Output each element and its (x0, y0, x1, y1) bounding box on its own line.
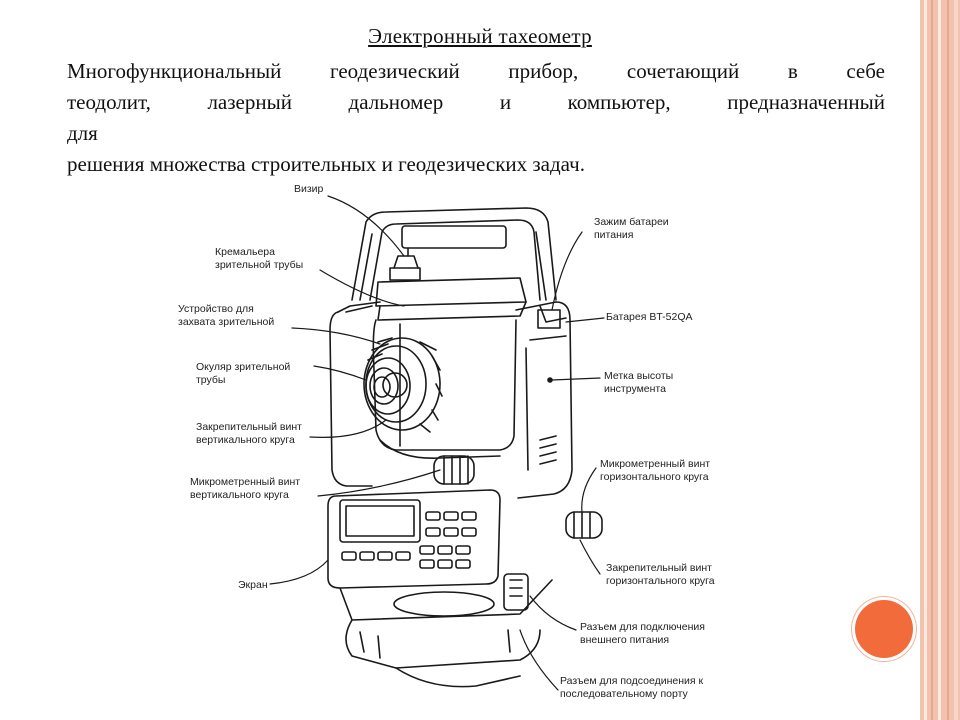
telescope-block (372, 319, 517, 459)
decorative-divider-line (920, 0, 922, 720)
label-vizir: Визир (294, 183, 324, 195)
eyepiece (363, 337, 443, 433)
label-ekran: Экран (238, 579, 268, 591)
label-batareya: Батарея BT-52QA (606, 311, 693, 323)
label-razem-port-2: последовательному порту (560, 688, 688, 700)
description-text: Многофункциональный геодезический прибор… (67, 56, 885, 180)
label-razem-pit-1: Разъем для подключения (580, 621, 705, 633)
label-mikro-vert-1: Микрометренный винт (190, 476, 301, 488)
label-zakr-gor-1: Закрепительный винт (606, 562, 712, 574)
stripe (931, 0, 933, 720)
control-panel (327, 489, 501, 589)
label-razem-port-1: Разъем для подсоединения к (560, 675, 704, 687)
horizontal-micrometer-knob (565, 511, 603, 539)
label-okulyar-1: Окуляр зрительной (196, 361, 291, 373)
label-mikro-vert-2: вертикального круга (190, 489, 289, 501)
label-ustroystvo-2: захвата зрительной (178, 316, 275, 328)
stripe (954, 0, 958, 720)
carrying-handle (351, 207, 557, 301)
description-line-1: Многофункциональный геодезический прибор… (67, 59, 885, 83)
label-kremalera-1: Кремальера (215, 246, 275, 258)
sight (389, 247, 421, 281)
label-zakr-vert-2: вертикального круга (196, 434, 295, 446)
left-standard (329, 301, 381, 487)
description-line-2: теодолит, лазерный дальномер и компьютер… (67, 90, 885, 114)
label-okulyar-2: трубы (196, 374, 226, 386)
label-zakr-vert-1: Закрепительный винт (196, 421, 302, 433)
description-line-4: решения множества строительных и геодези… (67, 152, 585, 176)
tribrach-base (339, 573, 553, 688)
right-standard (515, 301, 573, 499)
label-mikro-gor-1: Микрометренный винт (600, 458, 711, 470)
label-mikro-gor-2: горизонтального круга (600, 471, 709, 483)
leader-lines (269, 195, 605, 691)
stripe (938, 0, 941, 720)
total-station-diagram: Визир Кремальера зрительной трубы Устрой… (0, 178, 920, 720)
vertical-clamp-knob (433, 455, 475, 485)
decorative-side-stripes (920, 0, 960, 720)
label-zazhim-2: питания (594, 229, 634, 241)
label-metka-2: инструмента (604, 383, 666, 395)
decorative-orange-circle (855, 600, 913, 658)
label-zazhim-1: Зажим батареи (594, 216, 669, 228)
label-razem-pit-2: внешнего питания (580, 634, 670, 646)
label-kremalera-2: зрительной трубы (215, 259, 304, 271)
slide-title: Электронный тахеометр (368, 24, 592, 48)
label-zakr-gor-2: горизонтального круга (606, 575, 715, 587)
telescope-housing (375, 277, 527, 321)
stripe (947, 0, 949, 720)
total-station-drawing (269, 195, 605, 691)
stripe (924, 0, 927, 720)
label-ustroystvo-1: Устройство для (178, 303, 254, 315)
description-line-3: для (67, 121, 98, 145)
label-metka-1: Метка высоты (604, 370, 674, 382)
